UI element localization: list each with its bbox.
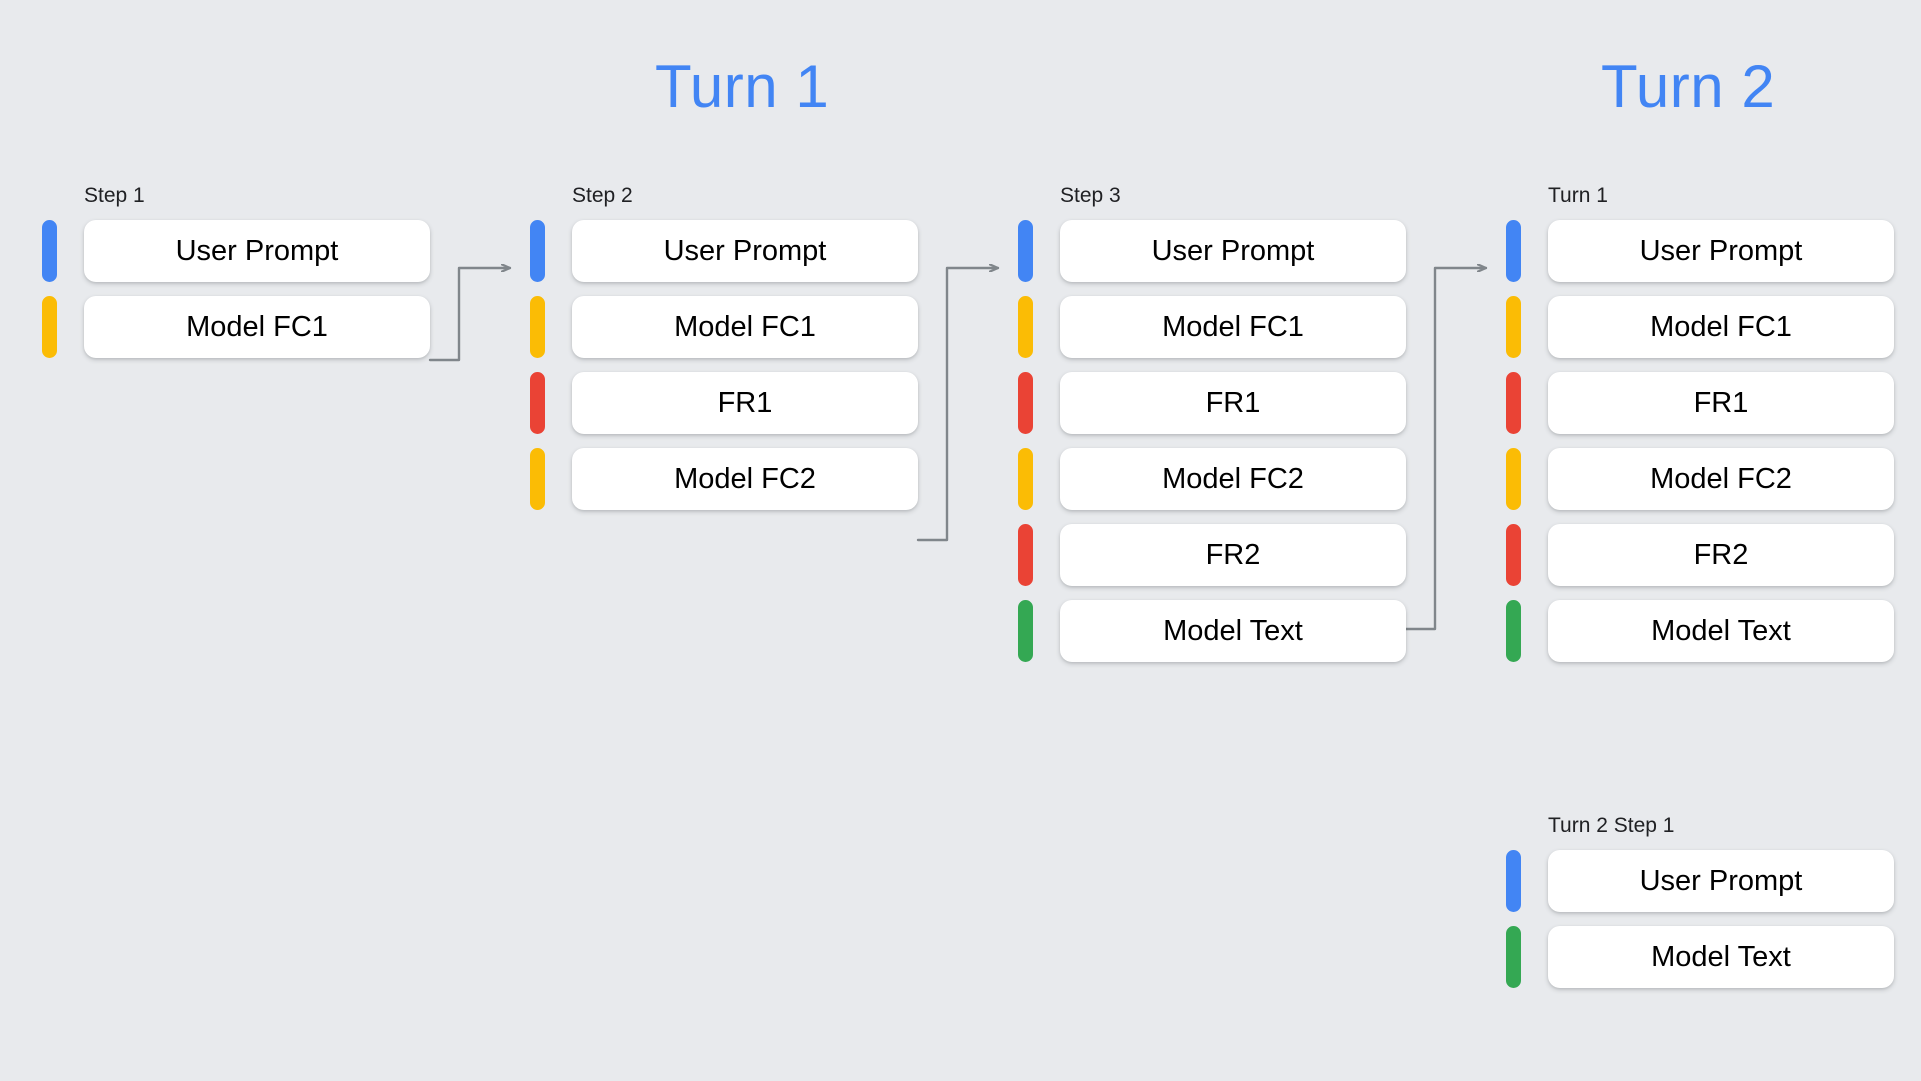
row-card[interactable]: User Prompt <box>84 220 430 282</box>
row-color-bar-blue <box>530 220 545 282</box>
row-color-bar-yellow <box>42 296 57 358</box>
row-card[interactable]: FR2 <box>1060 524 1406 586</box>
row-card[interactable]: Model FC2 <box>1548 448 1894 510</box>
row-item[interactable]: Model FC1 <box>1506 296 1894 358</box>
row-item[interactable]: Model Text <box>1018 600 1406 662</box>
turn-2-heading: Turn 2 <box>1601 53 1776 120</box>
row-item[interactable]: FR1 <box>1506 372 1894 434</box>
row-color-bar-red <box>1506 524 1521 586</box>
row-color-bar-blue <box>1506 850 1521 912</box>
row-color-bar-green <box>1506 600 1521 662</box>
row-item[interactable]: User Prompt <box>1506 220 1894 282</box>
row-card[interactable]: Model FC1 <box>572 296 918 358</box>
row-card[interactable]: FR2 <box>1548 524 1894 586</box>
row-item[interactable]: FR2 <box>1018 524 1406 586</box>
row-color-bar-red <box>530 372 545 434</box>
row-color-bar-blue <box>1018 220 1033 282</box>
row-item[interactable]: FR1 <box>530 372 918 434</box>
row-card[interactable]: Model FC2 <box>1060 448 1406 510</box>
row-item[interactable]: Model FC1 <box>42 296 430 358</box>
row-color-bar-blue <box>42 220 57 282</box>
row-item[interactable]: User Prompt <box>1018 220 1406 282</box>
arrow-step3-to-turn2 <box>1404 268 1488 631</box>
row-item[interactable]: Model FC1 <box>530 296 918 358</box>
column-label-turn2-step-1: Turn 2 Step 1 <box>1548 814 1675 837</box>
row-color-bar-red <box>1018 524 1033 586</box>
row-card[interactable]: Model FC2 <box>572 448 918 510</box>
row-color-bar-green <box>1018 600 1033 662</box>
row-item[interactable]: Model Text <box>1506 926 1894 988</box>
column-label-step-1: Step 1 <box>84 184 145 207</box>
row-color-bar-yellow <box>1018 296 1033 358</box>
row-item[interactable]: Model FC2 <box>1018 448 1406 510</box>
row-color-bar-red <box>1506 372 1521 434</box>
column-label-turn2-turn-1: Turn 1 <box>1548 184 1608 207</box>
row-card[interactable]: Model Text <box>1060 600 1406 662</box>
row-item[interactable]: User Prompt <box>530 220 918 282</box>
row-color-bar-red <box>1018 372 1033 434</box>
row-color-bar-blue <box>1506 220 1521 282</box>
row-card[interactable]: User Prompt <box>1548 220 1894 282</box>
row-card[interactable]: User Prompt <box>572 220 918 282</box>
arrow-step1-to-step2 <box>428 268 512 362</box>
row-card[interactable]: Model Text <box>1548 600 1894 662</box>
column-label-step-2: Step 2 <box>572 184 633 207</box>
arrow-step2-to-step3 <box>916 268 1000 542</box>
row-color-bar-yellow <box>1506 296 1521 358</box>
row-color-bar-green <box>1506 926 1521 988</box>
row-card[interactable]: FR1 <box>1548 372 1894 434</box>
turn-1-heading: Turn 1 <box>655 53 830 120</box>
row-card[interactable]: Model Text <box>1548 926 1894 988</box>
row-color-bar-yellow <box>530 448 545 510</box>
row-card[interactable]: Model FC1 <box>84 296 430 358</box>
row-card[interactable]: Model FC1 <box>1548 296 1894 358</box>
row-card[interactable]: Model FC1 <box>1060 296 1406 358</box>
row-item[interactable]: User Prompt <box>1506 850 1894 912</box>
row-card[interactable]: User Prompt <box>1548 850 1894 912</box>
row-item[interactable]: FR2 <box>1506 524 1894 586</box>
row-card[interactable]: User Prompt <box>1060 220 1406 282</box>
row-color-bar-yellow <box>1506 448 1521 510</box>
row-color-bar-yellow <box>1018 448 1033 510</box>
row-item[interactable]: Model FC2 <box>530 448 918 510</box>
row-item[interactable]: Model FC1 <box>1018 296 1406 358</box>
row-item[interactable]: FR1 <box>1018 372 1406 434</box>
row-item[interactable]: Model FC2 <box>1506 448 1894 510</box>
row-card[interactable]: FR1 <box>1060 372 1406 434</box>
column-label-step-3: Step 3 <box>1060 184 1121 207</box>
row-color-bar-yellow <box>530 296 545 358</box>
row-item[interactable]: Model Text <box>1506 600 1894 662</box>
row-item[interactable]: User Prompt <box>42 220 430 282</box>
row-card[interactable]: FR1 <box>572 372 918 434</box>
